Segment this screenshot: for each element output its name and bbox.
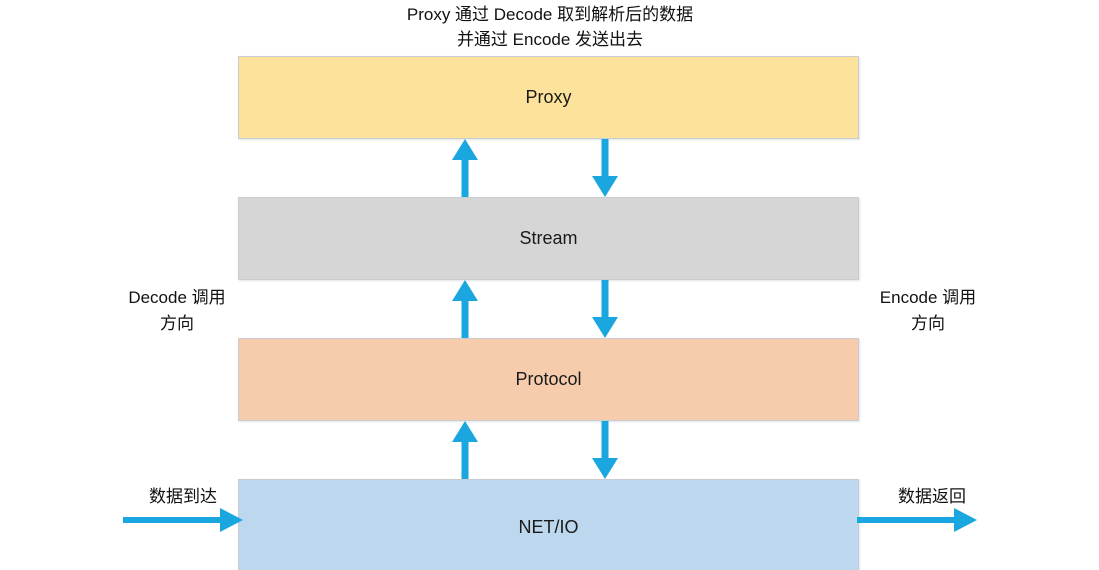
arrow-up-protocol-to-stream — [448, 280, 482, 338]
diagram-title-line-2: 并通过 Encode 发送出去 — [456, 30, 644, 50]
label-decode-direction: Decode 调用 方向 — [102, 285, 252, 336]
label-data-arrival: 数据到达 — [149, 487, 217, 506]
label-encode-direction: Encode 调用 方向 — [848, 285, 1008, 336]
arrow-data-return — [857, 508, 977, 532]
label-encode-line-1: Encode 调用 — [879, 288, 977, 307]
label-data-return: 数据返回 — [898, 487, 966, 506]
layer-box-proxy[interactable]: Proxy — [238, 56, 859, 139]
arrow-up-stream-to-proxy — [448, 139, 482, 197]
layer-box-netio[interactable]: NET/IO — [238, 479, 859, 570]
layer-label-stream: Stream — [519, 228, 578, 248]
arrow-down-proxy-to-stream — [588, 139, 622, 197]
label-decode-line-1: Decode 调用 — [128, 288, 226, 307]
layer-label-proxy: Proxy — [525, 87, 572, 107]
arrow-down-stream-to-protocol — [588, 280, 622, 338]
layer-label-protocol: Protocol — [515, 369, 582, 389]
diagram-title: Proxy 通过 Decode 取到解析后的数据 并通过 Encode 发送出去 — [330, 2, 770, 52]
arrow-data-arrival — [123, 508, 243, 532]
arrow-down-protocol-to-netio — [588, 421, 622, 479]
layer-box-protocol[interactable]: Protocol — [238, 338, 859, 421]
layer-box-stream[interactable]: Stream — [238, 197, 859, 280]
label-decode-line-2: 方向 — [160, 313, 194, 333]
layer-label-netio: NET/IO — [518, 516, 579, 537]
arrow-up-netio-to-protocol — [448, 421, 482, 479]
label-encode-line-2: 方向 — [911, 313, 945, 333]
diagram-title-line-1: Proxy 通过 Decode 取到解析后的数据 — [406, 5, 694, 24]
